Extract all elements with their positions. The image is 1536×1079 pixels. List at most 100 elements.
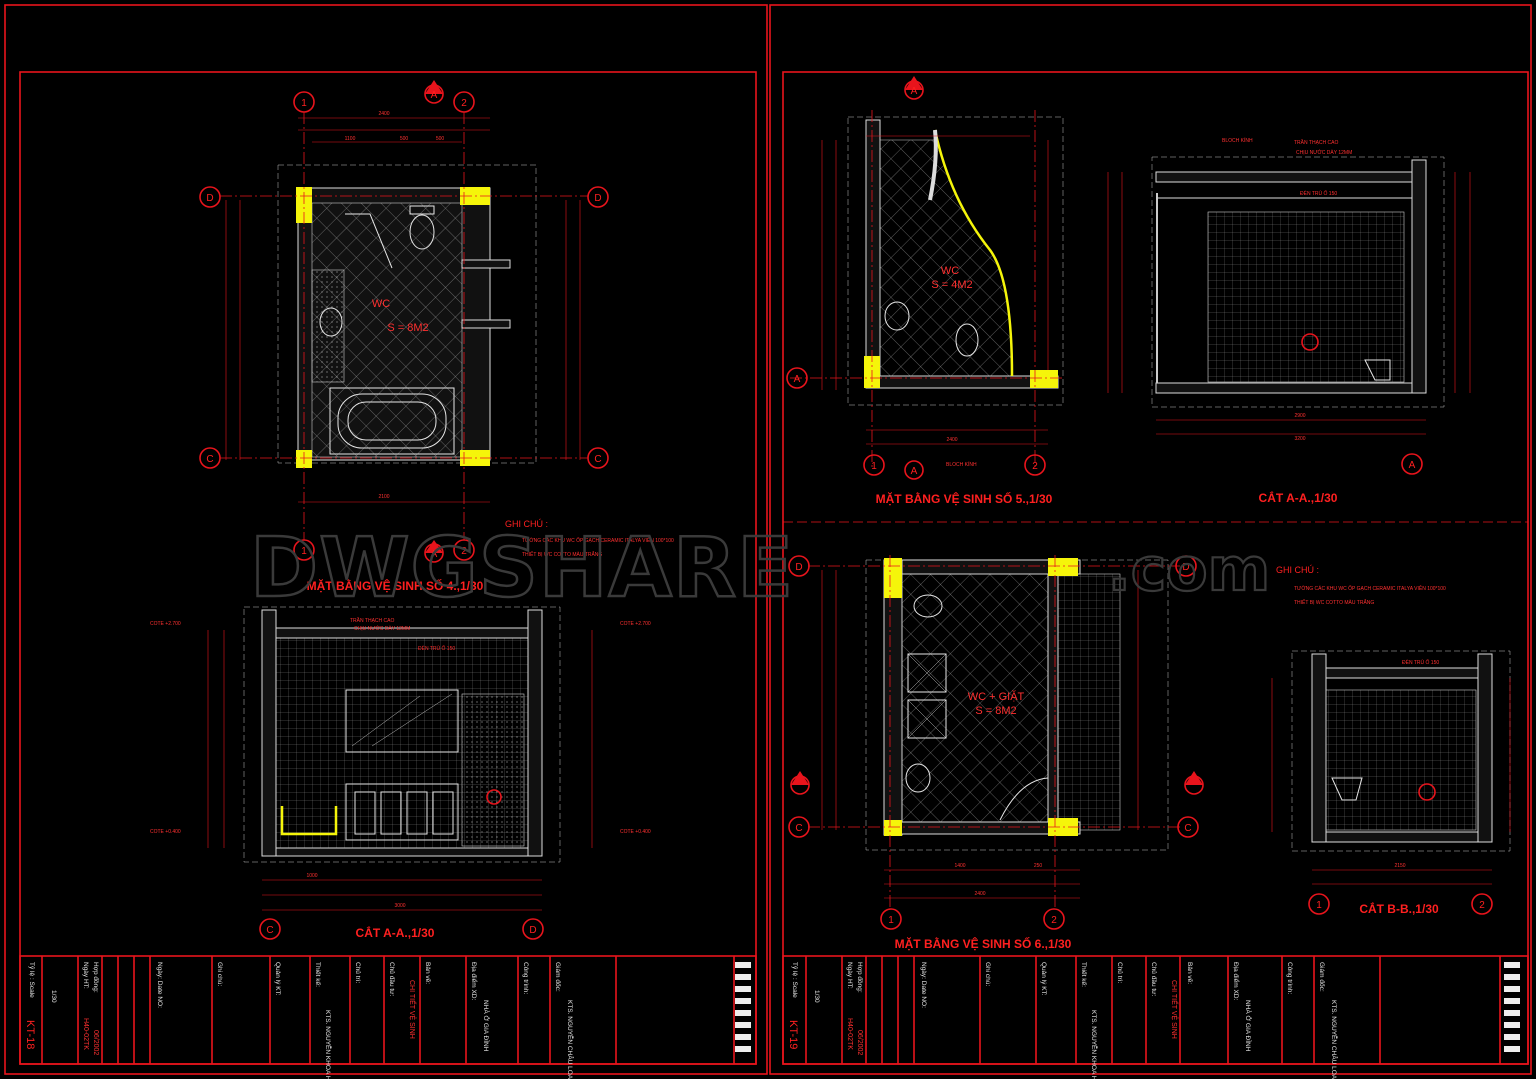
sec-right-dim-2: 3200 (1294, 436, 1305, 442)
tb-right-owner-label: Chủ đầu tư: (1150, 962, 1159, 997)
tb-right-drawing-label: Bản vẽ: (1186, 962, 1193, 984)
sec-right-tag-1: BLOCH KÍNH (1222, 137, 1253, 144)
tb-left-designer: KTS. NGUYỄN KHOA HẢI (324, 1010, 333, 1079)
sec-right-title: CẮT A-A.,1/30 (1259, 490, 1338, 505)
dwgshare-watermark: DWGSHARE .com (249, 520, 1271, 618)
plan4-title: MẶT BẰNG VỆ SINH SỐ 4.,1/30 (307, 578, 484, 593)
tb-left-sheet-no: KT-18 (24, 1020, 36, 1049)
tb-left-code: H40-02TK (82, 1018, 89, 1050)
svg-text:D: D (594, 193, 601, 204)
tb-left-date: 06/2002 (92, 1030, 99, 1055)
sec-bb-dim: 2150 (1394, 863, 1405, 869)
plan4-dim-500a: 500 (400, 136, 409, 142)
sec-left-tag-3: ĐÈN TRÙ Ố 150 (418, 645, 455, 652)
tb-right-note-label: Ghi chú: (984, 962, 991, 986)
tb-left-project: NHÀ Ở GIA ĐÌNH (482, 1000, 491, 1052)
left-title-block: Tỷ lệ : Scale KT-18 1/30 Ngày HT: Hợp đồ… (19, 955, 757, 1079)
sec-left-level-2: COTE +0.400 (150, 829, 181, 835)
section-bb: ĐÈN TRÙ Ố 150 2150 1 2 CẮT B-B.,1/30 (1271, 650, 1511, 916)
plan6-axis-c-right: C (1184, 823, 1191, 834)
tb-right-dateno-label: Ngày: Date NO: (920, 962, 927, 1008)
tb-left-site-label: Địa điểm XD: (470, 962, 478, 1000)
plan4-dim-500b: 500 (436, 136, 445, 142)
tb-right-code: H40-02TK (846, 1018, 853, 1050)
tb-left-date-label: Ngày HT: (82, 962, 89, 989)
plan4-room-label: WC (372, 298, 390, 310)
tb-left-director-label: Giám đốc: (554, 962, 563, 992)
sec-right-tag-4: ĐÈN TRÙ Ố 150 (1300, 190, 1337, 197)
tb-right-site-label: Địa điểm XD: (1232, 962, 1240, 1000)
tb-right-sheet-no: KT-19 (787, 1020, 799, 1049)
left-sheet-border (4, 4, 768, 1075)
tb-left-drawing: CHI TIẾT VỆ SINH (408, 980, 418, 1039)
svg-text:C: C (594, 454, 601, 465)
tb-right-contract-label: Hợp đồng: (856, 962, 865, 993)
plan5-title: MẶT BẰNG VỆ SINH SỐ 5.,1/30 (876, 491, 1053, 506)
watermark-suffix: .com (1108, 535, 1270, 605)
sec-bb-axis-1: 1 (1316, 900, 1322, 911)
tb-right-manager-label: Quản lý KT: (1040, 962, 1047, 996)
sec-bb-title: CẮT B-B.,1/30 (1359, 901, 1439, 916)
sec-left-level-3: COTE +2.700 (620, 621, 651, 627)
tb-left-note-label: Ghi chú: (216, 962, 223, 986)
tb-right-date: 06/2002 (856, 1030, 863, 1055)
svg-text:1: 1 (301, 546, 307, 557)
plan5-axis-1: 1 (871, 461, 877, 472)
plan6-axis-2: 2 (1051, 915, 1057, 926)
tb-right-director-label: Giám đốc: (1318, 962, 1327, 992)
plan6-dim-3: 2400 (974, 891, 985, 897)
plan5-room-area: S = 4M2 (931, 279, 972, 291)
tb-left-project-label: Công trình: (522, 962, 529, 994)
left-note-heading: GHI CHÚ : (505, 519, 548, 529)
section-aa-left: TRẦN THẠCH CAO CHỊU NƯỚC DÀY 12MM ĐÈN TR… (150, 606, 651, 940)
sec-left-level-4: COTE +0.400 (620, 829, 651, 835)
tb-left-manager-label: Quản lý KT: (274, 962, 281, 996)
sec-left-tag-1: TRẦN THẠCH CAO (350, 617, 394, 624)
plan5-axis-a: A (794, 374, 801, 385)
svg-text:2: 2 (461, 98, 467, 109)
watermark-main: DWGSHARE (250, 521, 794, 616)
sec-left-axis-d: D (529, 925, 536, 936)
svg-text:A: A (431, 549, 438, 560)
sec-left-axis-c: C (266, 925, 273, 936)
plan5-dim-width: 2400 (946, 437, 957, 443)
plan4-dim-1100: 1100 (345, 136, 356, 142)
svg-text:A: A (431, 90, 438, 101)
section-aa-right: BLOCH KÍNH TRẦN THẠCH CAO CHỊU NƯỚC DÀY … (1107, 137, 1471, 505)
tb-left-drawing-label: Bản vẽ: (424, 962, 431, 984)
plan-6: WC + GIẶT S = 8M2 1400 250 2400 D D C C … (788, 555, 1446, 951)
svg-text:2: 2 (461, 546, 467, 557)
tb-left-contract-label: Hợp đồng: (92, 962, 101, 993)
plan6-title: MẶT BẰNG VỆ SINH SỐ 6.,1/30 (895, 936, 1072, 951)
axis-bubbles-plan4: 1 2 1 2 D D C C A A (199, 80, 609, 563)
tb-right-director: KTS. NGUYỄN CHÂU LOAN (1330, 1000, 1339, 1079)
plan-4: WC S = 8M2 2400 1100 500 500 2100 1 2 1 … (199, 80, 674, 593)
plan4-room-area: S = 8M2 (387, 322, 428, 334)
tb-right-scale: 1/30 (813, 990, 820, 1003)
sec-left-tag-2: CHỊU NƯỚC DÀY 12MM (354, 625, 410, 632)
plan6-dim-1: 1400 (954, 863, 965, 869)
left-note-line-2: THIẾT BỊ WC COTTO MÀU TRẮNG (522, 550, 602, 558)
sec-right-axis-a: A (1409, 460, 1416, 471)
plan4-dim-top: 2400 (378, 111, 389, 117)
tb-right-scale-label: Tỷ lệ : Scale (791, 962, 798, 998)
plan4-dim-bottom: 2100 (378, 494, 389, 500)
tb-left-scale: 1/30 (50, 990, 57, 1003)
plan-5: WC S = 4M2 2400 1 2 A A A BLOCH KÍNH MẶT… (786, 76, 1064, 506)
plan5-room-label: WC (941, 265, 959, 277)
plan6-room-label: WC + GIẶT (968, 690, 1025, 703)
plan6-axis-1: 1 (888, 915, 894, 926)
tb-right-project-label: Công trình: (1286, 962, 1293, 994)
sec-left-level-1: COTE +2.700 (150, 621, 181, 627)
sec-left-dim-1: 1000 (306, 873, 317, 879)
svg-text:D: D (206, 193, 213, 204)
svg-text:C: C (206, 454, 213, 465)
tb-left-chief-label: Chủ trì: (354, 962, 362, 984)
tb-right-chief-label: Chủ trì: (1116, 962, 1124, 984)
plan5-cut-top: A (911, 86, 918, 97)
tb-right-designer: KTS. NGUYỄN KHOA HẢI (1090, 1010, 1099, 1079)
section-left-title: CẮT A-A.,1/30 (356, 925, 435, 940)
sec-right-tag-3: CHỊU NƯỚC DÀY 12MM (1296, 149, 1352, 156)
right-sheet-border (769, 4, 1532, 1075)
